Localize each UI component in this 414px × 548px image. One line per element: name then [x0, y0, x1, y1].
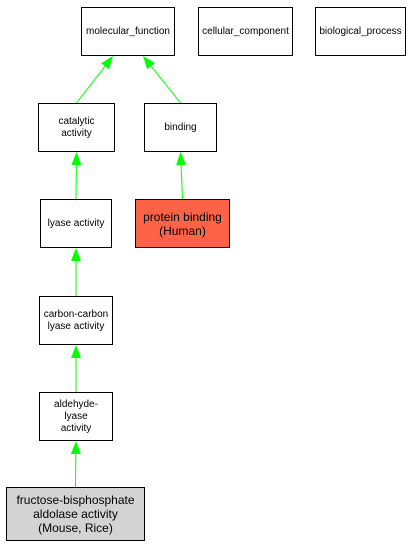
edge-arrowhead — [143, 56, 156, 70]
edge-arrowhead — [70, 441, 81, 455]
node-catalytic-activity[interactable]: catalytic activity — [38, 103, 115, 152]
node-label: cellular_component — [202, 25, 289, 37]
node-label: catalytic activity — [58, 115, 95, 139]
node-carbon-carbon-lyase-activity[interactable]: carbon-carbon lyase activity — [39, 296, 113, 345]
node-label: molecular_function — [86, 25, 170, 37]
node-label: fructose-bisphosphate aldolase activity … — [16, 493, 135, 535]
node-label: binding — [164, 121, 197, 133]
edge-arrowhead — [176, 152, 187, 166]
node-molecular-function[interactable]: molecular_function — [81, 7, 175, 56]
edge-line — [76, 65, 106, 104]
node-label: aldehyde-lyase activity — [54, 398, 98, 434]
node-fructose-bisphosphate-aldolase-activity[interactable]: fructose-bisphosphate aldolase activity … — [6, 487, 145, 541]
node-label: biological_process — [319, 25, 402, 37]
edge-line — [150, 65, 181, 104]
edge-arrowhead — [71, 248, 81, 261]
node-label: lyase activity — [47, 217, 105, 229]
node-biological-process[interactable]: biological_process — [315, 7, 406, 56]
node-lyase-activity[interactable]: lyase activity — [40, 199, 112, 248]
edge-line — [180, 164, 183, 200]
edge-arrowhead — [71, 345, 81, 358]
node-label: carbon-carbon lyase activity — [43, 308, 109, 332]
node-cellular-component[interactable]: cellular_component — [198, 7, 293, 56]
node-protein-binding[interactable]: protein binding (Human) — [135, 199, 230, 248]
edge-arrowhead — [101, 56, 113, 70]
node-aldehyde-lyase-activity[interactable]: aldehyde-lyase activity — [39, 392, 113, 441]
node-label: protein binding (Human) — [143, 209, 222, 238]
edge-arrowhead — [71, 152, 82, 166]
node-binding[interactable]: binding — [144, 103, 217, 152]
